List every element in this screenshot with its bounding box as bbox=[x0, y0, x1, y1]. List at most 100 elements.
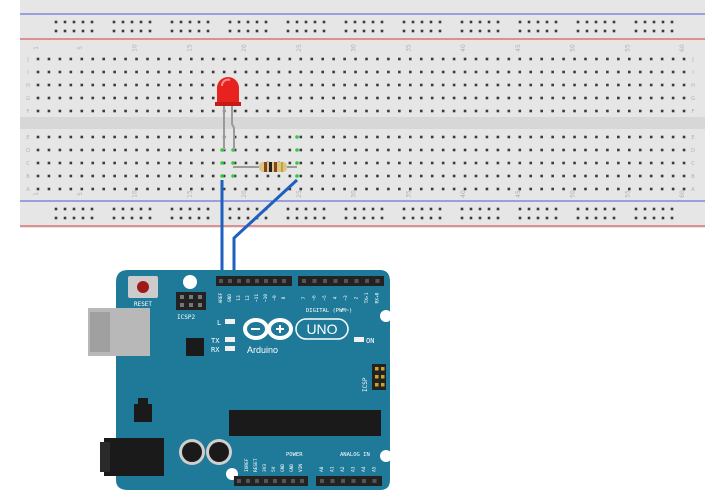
breadboard-hole bbox=[310, 70, 314, 74]
breadboard-hole bbox=[113, 96, 116, 100]
rail-hole bbox=[121, 29, 125, 33]
rail-hole bbox=[478, 29, 482, 33]
breadboard-hole bbox=[485, 57, 489, 61]
header-pin bbox=[237, 279, 241, 283]
rail-hole bbox=[63, 20, 67, 24]
breadboard-hole bbox=[332, 96, 335, 100]
breadboard-hole bbox=[660, 83, 664, 87]
breadboard-hole bbox=[660, 109, 664, 113]
breadboard-hole bbox=[310, 96, 314, 100]
icsp2-pin bbox=[180, 303, 184, 307]
breadboard-hole bbox=[617, 148, 620, 152]
rail-hole bbox=[380, 20, 384, 24]
header-pin bbox=[264, 479, 268, 483]
breadboard-hole bbox=[146, 57, 149, 61]
breadboard-hole bbox=[441, 148, 445, 152]
breadboard-hole bbox=[365, 83, 368, 87]
breadboard-hole bbox=[660, 57, 664, 61]
wires bbox=[220, 178, 299, 278]
digital-pin-label: RX◂0 bbox=[375, 292, 381, 303]
rail-hole bbox=[63, 29, 67, 33]
power-pin-label: IOREF bbox=[244, 458, 250, 472]
breadboard-hole bbox=[266, 83, 270, 87]
column-number-label: 40 bbox=[460, 190, 467, 198]
column-number-label: 25 bbox=[296, 190, 303, 198]
breadboard-hole bbox=[430, 174, 434, 178]
rail-hole bbox=[545, 20, 549, 24]
icsp2-pins bbox=[180, 295, 202, 307]
rail-hole bbox=[594, 207, 598, 211]
connected-hole bbox=[220, 148, 224, 152]
breadboard-hole bbox=[584, 109, 587, 113]
rail-hole bbox=[402, 20, 406, 24]
usb-port-inner bbox=[90, 312, 110, 352]
breadboard-hole bbox=[354, 83, 357, 87]
rail-hole bbox=[197, 29, 201, 33]
breadboard-hole bbox=[277, 96, 281, 100]
rail-hole bbox=[286, 207, 290, 211]
breadboard-hole bbox=[310, 187, 314, 191]
breadboard-hole bbox=[660, 96, 664, 100]
rail-hole bbox=[487, 20, 491, 24]
header-pin bbox=[246, 279, 250, 283]
breadboard-hole bbox=[58, 187, 62, 191]
rail-hole bbox=[536, 29, 540, 33]
breadboard-hole bbox=[649, 96, 653, 100]
breadboard-hole bbox=[496, 57, 500, 61]
breadboard-hole bbox=[332, 148, 335, 152]
breadboard-hole bbox=[36, 161, 40, 165]
breadboard-hole bbox=[244, 174, 248, 178]
rail-hole bbox=[612, 207, 616, 211]
rail-hole bbox=[237, 207, 241, 211]
breadboard-hole bbox=[211, 161, 215, 165]
header-pin bbox=[365, 279, 369, 283]
rail-hole bbox=[344, 20, 348, 24]
breadboard-hole bbox=[617, 96, 620, 100]
column-number-label: 45 bbox=[515, 190, 522, 198]
rail-hole bbox=[670, 20, 674, 24]
digital-pin-label: ~6 bbox=[312, 295, 318, 301]
breadboard-hole bbox=[277, 187, 281, 191]
breadboard-hole bbox=[376, 109, 379, 113]
breadboard-hole bbox=[452, 174, 456, 178]
power-pin-label: 5V bbox=[271, 466, 277, 472]
breadboard-hole bbox=[277, 57, 281, 61]
breadboard-hole bbox=[113, 161, 116, 165]
rail-hole bbox=[54, 20, 58, 24]
breadboard-hole bbox=[529, 161, 533, 165]
breadboard-hole bbox=[288, 174, 292, 178]
rail-hole bbox=[139, 216, 143, 220]
breadboard-hole bbox=[649, 83, 653, 87]
breadboard-hole bbox=[409, 135, 412, 139]
breadboard-hole bbox=[288, 148, 292, 152]
breadboard-hole bbox=[682, 187, 686, 191]
breadboard-hole bbox=[638, 187, 642, 191]
power-jack-front bbox=[100, 442, 110, 472]
led[interactable] bbox=[215, 77, 241, 150]
breadboard-hole bbox=[584, 96, 587, 100]
breadboard-hole bbox=[409, 83, 412, 87]
breadboard-hole bbox=[168, 161, 171, 165]
rail-hole bbox=[429, 20, 433, 24]
rail-hole bbox=[460, 29, 464, 33]
breadboard-hole bbox=[376, 187, 379, 191]
icsp2-pin bbox=[198, 303, 202, 307]
breadboard-hole bbox=[102, 109, 105, 113]
connected-hole bbox=[295, 135, 299, 139]
breadboard-hole bbox=[463, 135, 467, 139]
breadboard-hole bbox=[157, 174, 160, 178]
rail-hole bbox=[460, 216, 464, 220]
led-highlight bbox=[221, 78, 231, 87]
breadboard-hole bbox=[463, 57, 467, 61]
resistor[interactable] bbox=[233, 162, 297, 172]
breadboard-hole bbox=[200, 96, 204, 100]
breadboard-hole bbox=[518, 148, 522, 152]
reset-button[interactable] bbox=[137, 281, 149, 293]
breadboard-hole bbox=[540, 83, 543, 87]
breadboard-hole bbox=[551, 70, 554, 74]
rail-hole bbox=[170, 216, 174, 220]
digital-header-left bbox=[216, 276, 292, 286]
breadboard-hole bbox=[332, 83, 335, 87]
rail-hole bbox=[54, 29, 58, 33]
rail-hole bbox=[264, 216, 268, 220]
